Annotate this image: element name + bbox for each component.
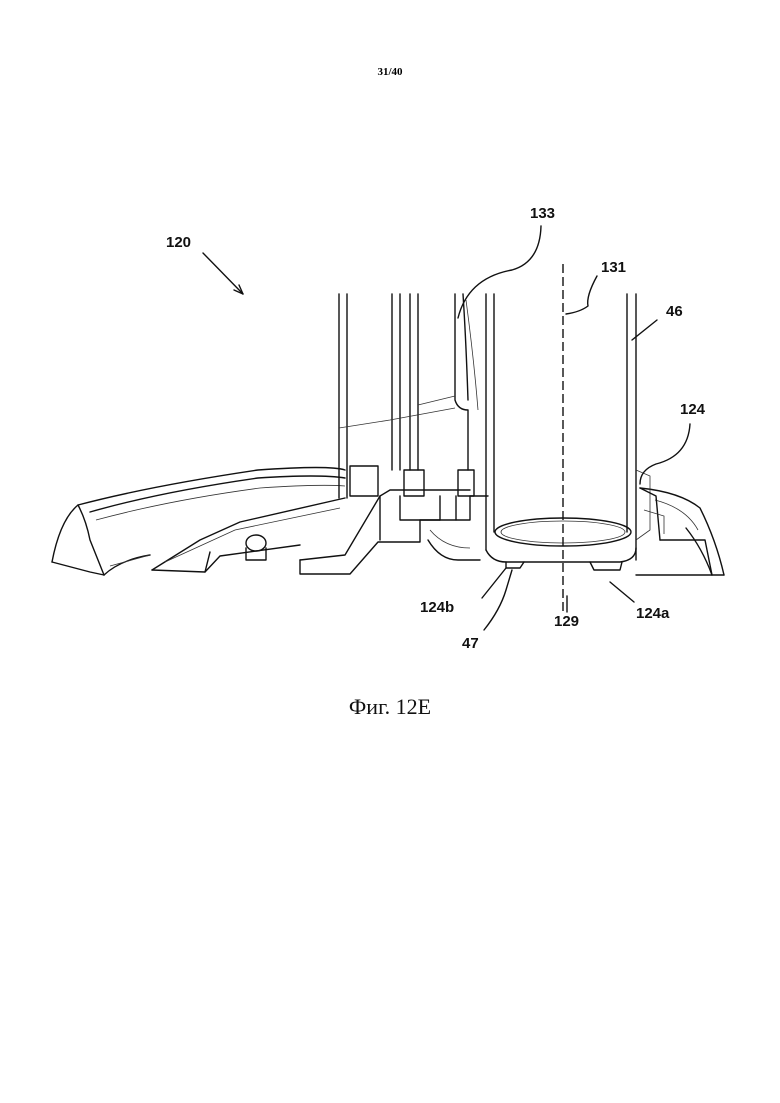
label-46: 46 bbox=[666, 303, 683, 320]
label-124b: 124b bbox=[420, 599, 454, 616]
label-120: 120 bbox=[166, 234, 191, 251]
label-131: 131 bbox=[601, 259, 626, 276]
label-47: 47 bbox=[462, 635, 479, 652]
label-124a: 124a bbox=[636, 605, 670, 622]
label-124: 124 bbox=[680, 401, 706, 418]
center-mechanism bbox=[300, 466, 488, 574]
leader-lines bbox=[458, 226, 690, 630]
label-129: 129 bbox=[554, 613, 579, 630]
label-133: 133 bbox=[530, 205, 555, 222]
lever-arm bbox=[152, 498, 345, 572]
figure-caption: Фиг. 12E bbox=[0, 694, 780, 720]
arrow-120 bbox=[203, 253, 243, 294]
base-dish bbox=[52, 468, 724, 576]
left-column bbox=[339, 294, 478, 498]
